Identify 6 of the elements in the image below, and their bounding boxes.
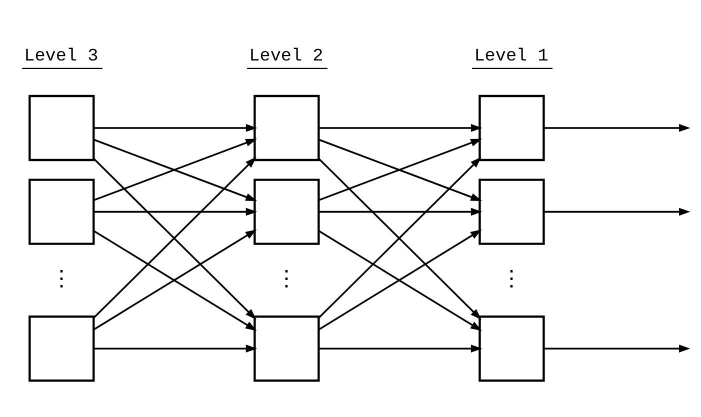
label: Level 2 [249, 46, 324, 66]
label: Level 3 [24, 46, 98, 66]
label: Level 1 [474, 46, 548, 66]
label: ⋮ [500, 268, 523, 293]
label: ⋮ [50, 268, 73, 293]
label: ⋮ [276, 268, 298, 293]
